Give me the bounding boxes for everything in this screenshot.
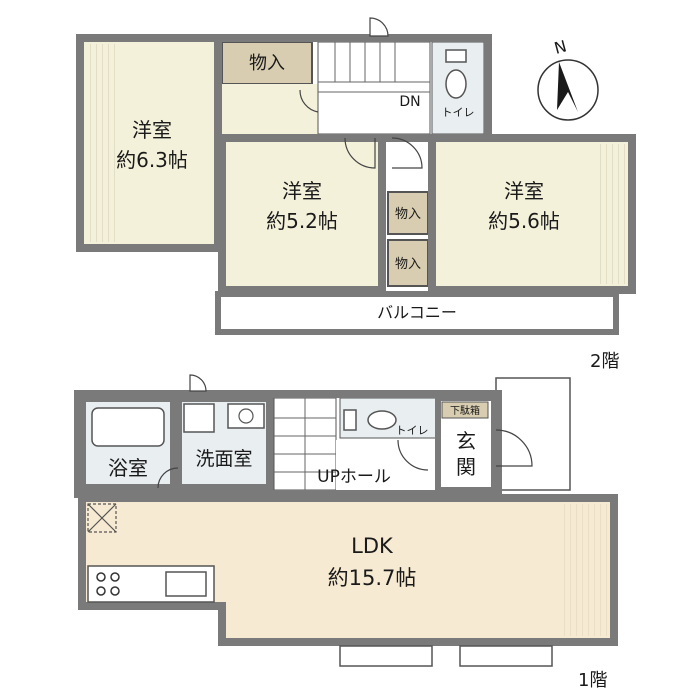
room-east-size: 約5.6帖 xyxy=(488,209,560,233)
balcony xyxy=(215,291,619,335)
fridge-space-icon xyxy=(87,503,117,533)
sink-icon xyxy=(227,403,265,429)
door-swings-1f xyxy=(157,374,533,489)
ldk-name: LDK xyxy=(351,534,394,558)
compass: N xyxy=(537,36,599,121)
toilet-1f-tank-icon xyxy=(343,409,357,431)
toilet-2f-bowl-icon xyxy=(445,69,467,99)
toilet-1f-label: トイレ xyxy=(396,424,429,437)
stair-1f-treads xyxy=(274,398,336,490)
hall-label: UPホール xyxy=(317,467,391,487)
porch xyxy=(495,377,571,491)
room-east-name: 洋室 xyxy=(504,179,544,203)
room-center-floor xyxy=(218,134,386,294)
closet-low-label: 物入 xyxy=(395,257,421,272)
kitchen-sink-icon xyxy=(165,571,207,597)
closet-top-label: 物入 xyxy=(249,53,285,74)
room-west-hatch xyxy=(86,44,116,242)
compass-label: N xyxy=(552,36,568,57)
bath-label: 浴室 xyxy=(108,456,148,480)
toilet-2f-tank-icon xyxy=(445,49,467,63)
ldk-size: 約15.7帖 xyxy=(328,566,417,590)
balcony-label: バルコニー xyxy=(377,303,457,322)
hall-1f xyxy=(336,440,436,490)
stove-icon xyxy=(96,572,120,596)
room-west-size: 約6.3帖 xyxy=(116,148,188,172)
room-west-name: 洋室 xyxy=(132,118,172,142)
first-floor xyxy=(74,374,618,667)
entrance-label-1: 玄 xyxy=(456,429,476,453)
entrance-label-2: 関 xyxy=(456,455,476,479)
sink-basin-icon xyxy=(238,408,254,424)
floor-2-label: 2階 xyxy=(590,351,619,372)
second-floor xyxy=(76,17,636,335)
floor-1-label: 1階 xyxy=(578,670,607,691)
washroom-label: 洗面室 xyxy=(195,448,252,470)
window-south-1 xyxy=(339,645,433,667)
closet-mid-label: 物入 xyxy=(395,207,421,222)
ldk-floor xyxy=(78,494,618,646)
stair-2f-treads xyxy=(318,42,430,93)
room-east-hatch xyxy=(600,144,626,284)
door-swings-2f xyxy=(299,17,423,169)
shoe-box-label: 下駄箱 xyxy=(450,404,480,417)
ldk-hatch xyxy=(560,504,608,636)
washer-icon xyxy=(183,403,215,433)
toilet-1f-bowl-icon xyxy=(367,410,397,430)
room-center-name: 洋室 xyxy=(282,179,322,203)
upper-corridor xyxy=(218,84,318,134)
shoe-box xyxy=(441,401,489,419)
stair-2f-label: DN xyxy=(399,94,420,110)
room-center-size: 約5.2帖 xyxy=(266,209,338,233)
toilet-2f-label: トイレ xyxy=(442,106,475,119)
window-south-2 xyxy=(459,645,553,667)
room-east-floor xyxy=(428,134,636,294)
compass-needle-icon xyxy=(557,62,578,112)
bathtub-icon xyxy=(91,407,165,447)
